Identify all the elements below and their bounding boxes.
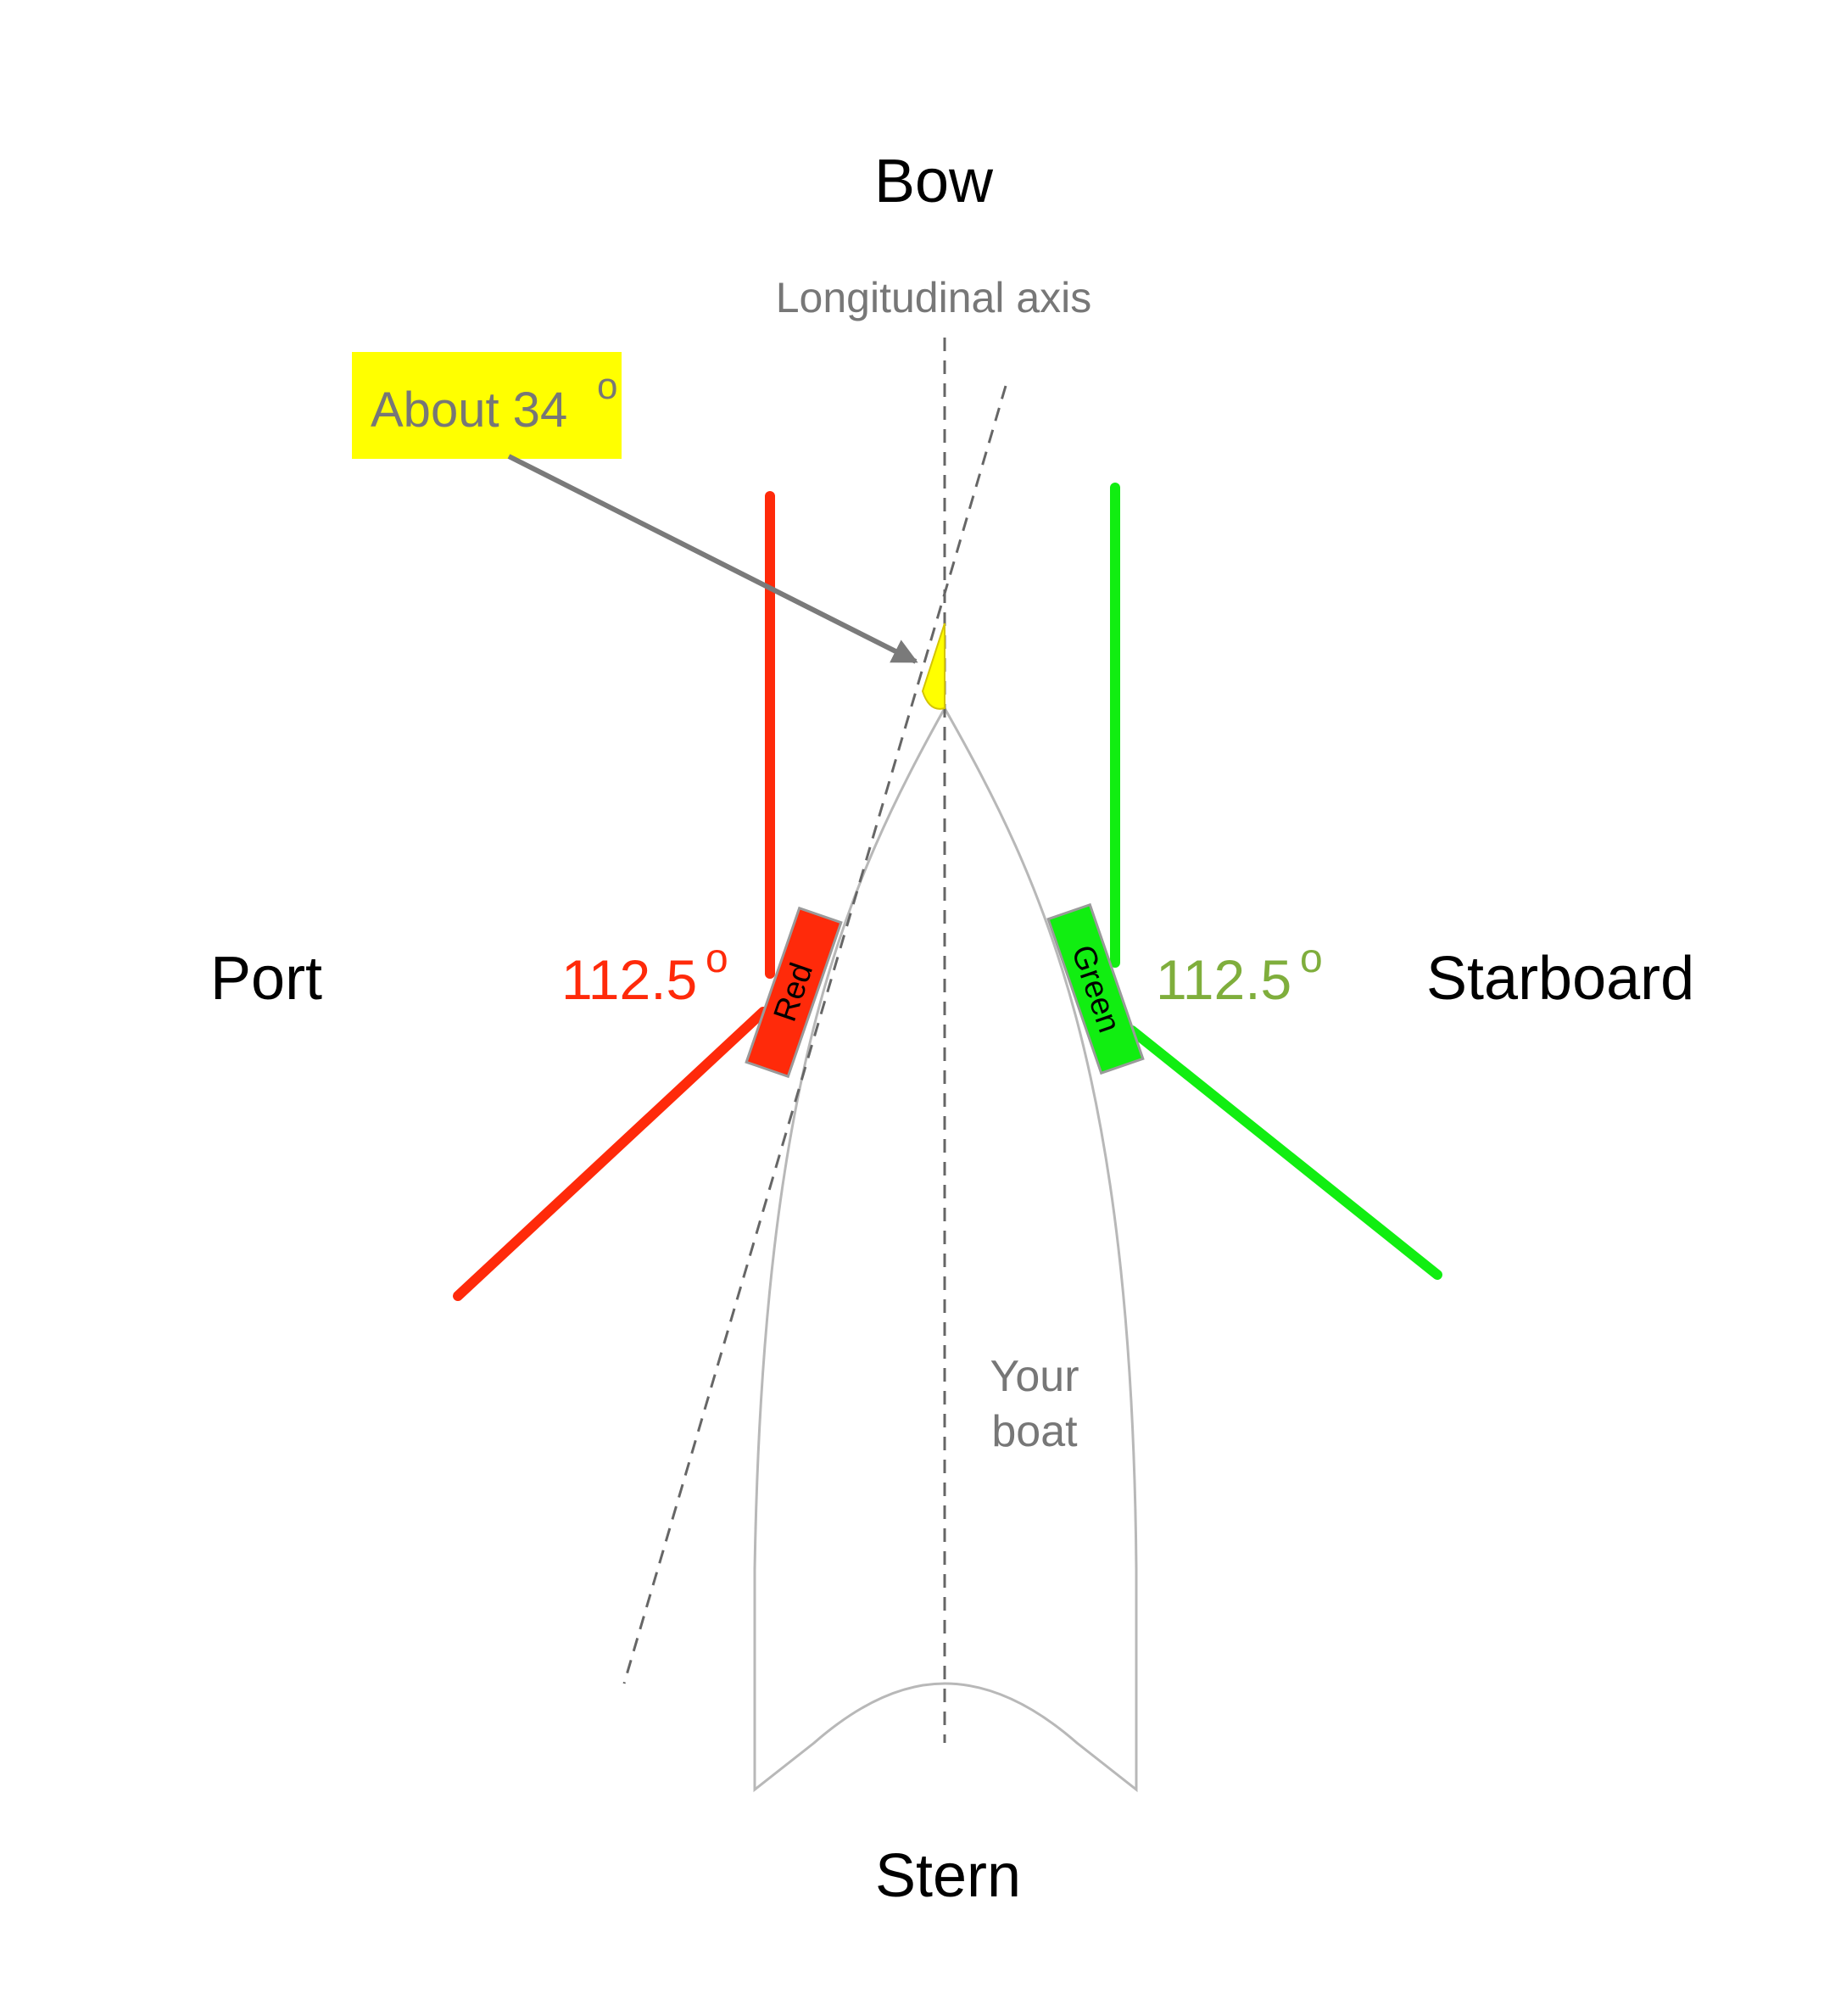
starboard-angle-value: 112.5 (1156, 948, 1291, 1011)
port-angle-value: 112.5 (561, 948, 697, 1011)
red-light: Red (745, 906, 843, 1079)
axis-label: Longitudinal axis (776, 274, 1092, 321)
starboard-sector-aft-line (1127, 1025, 1442, 1280)
callout-text: About 34 (371, 383, 567, 438)
port-label: Port (210, 945, 322, 1013)
boat-label-line1: Your (990, 1352, 1079, 1401)
angle-wedge (921, 623, 945, 710)
boat-hull-outline (753, 705, 1138, 1793)
starboard-label: Starboard (1426, 945, 1694, 1013)
callout-value: About 34 (371, 383, 567, 438)
green-light: Green (1046, 902, 1145, 1075)
callout-degree-mark: o (597, 366, 617, 407)
stern-label: Stern (875, 1842, 1021, 1910)
callout-box (352, 352, 622, 459)
port-sector-aft-line (453, 1007, 768, 1301)
angle-reference-line (622, 385, 1007, 1684)
boat-label-line2: boat (991, 1407, 1078, 1456)
callout-arrow (507, 454, 918, 664)
starboard-angle-degree-mark: o (1300, 936, 1323, 981)
port-angle-degree-mark: o (706, 936, 728, 981)
bow-label: Bow (874, 148, 994, 215)
red-light-label: Red (767, 958, 820, 1026)
